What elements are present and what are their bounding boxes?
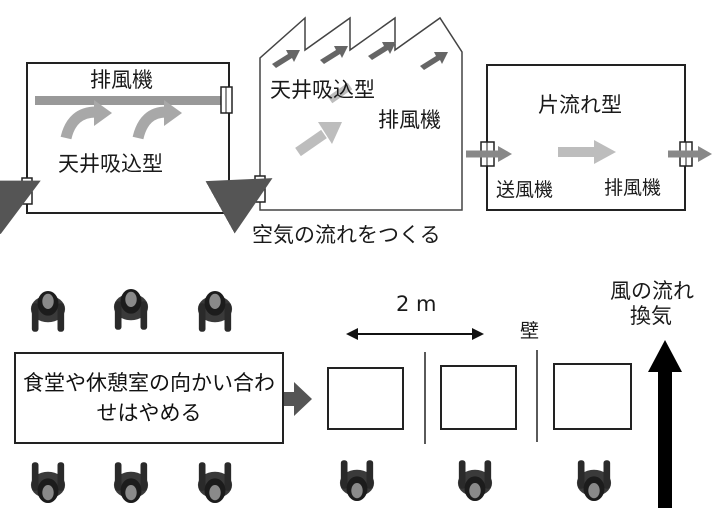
room-ceiling-suction-1 — [0, 62, 233, 235]
airflow-label-line2: 換気 — [630, 304, 672, 328]
room2-fan-label: 排風機 — [378, 108, 441, 132]
person-icon — [339, 460, 375, 502]
distance-label: 2 m — [396, 292, 437, 316]
desk — [327, 367, 404, 430]
room3-type-label: 片流れ型 — [538, 93, 622, 117]
roof-exhaust-arrow — [272, 50, 300, 68]
person-icon — [113, 288, 149, 330]
person-icon — [576, 460, 612, 502]
roof-exhaust-arrow — [320, 46, 348, 64]
person-icon — [457, 460, 493, 502]
ventilation-arrow — [648, 340, 682, 508]
airflow-arrow — [594, 140, 616, 164]
person-icon — [197, 290, 233, 332]
roof-exhaust-arrow — [420, 52, 448, 70]
room2-type-label: 天井吸込型 — [270, 78, 375, 102]
person-icon — [30, 290, 66, 332]
room-one-way-flow — [466, 64, 712, 211]
desk — [440, 365, 517, 430]
suction-arrow-icon — [132, 106, 167, 140]
room1-type-label: 天井吸込型 — [58, 152, 163, 176]
exhaust-duct-arrow — [35, 96, 223, 105]
wall-label: 壁 — [520, 320, 540, 342]
airflow-label-line1: 風の流れ — [610, 279, 694, 303]
airflow-arrow — [318, 122, 342, 144]
desk — [553, 363, 632, 430]
room1-fan-label: 排風機 — [90, 68, 153, 92]
distance-arrow — [346, 328, 484, 340]
suction-arrow-icon — [60, 106, 97, 140]
top-caption: 空気の流れをつくる — [252, 223, 441, 247]
room3-exhaust-fan-label: 排風機 — [604, 177, 662, 199]
roof-exhaust-arrow — [368, 42, 396, 60]
note-box: 食堂や休憩室の向かい合わせはやめる — [14, 352, 284, 444]
person-icon — [113, 462, 149, 504]
person-icon — [30, 462, 66, 504]
room-sawtooth-factory — [205, 16, 463, 234]
room3-supply-fan-label: 送風機 — [496, 179, 554, 201]
person-icon — [197, 462, 233, 504]
transition-arrow — [270, 382, 312, 416]
